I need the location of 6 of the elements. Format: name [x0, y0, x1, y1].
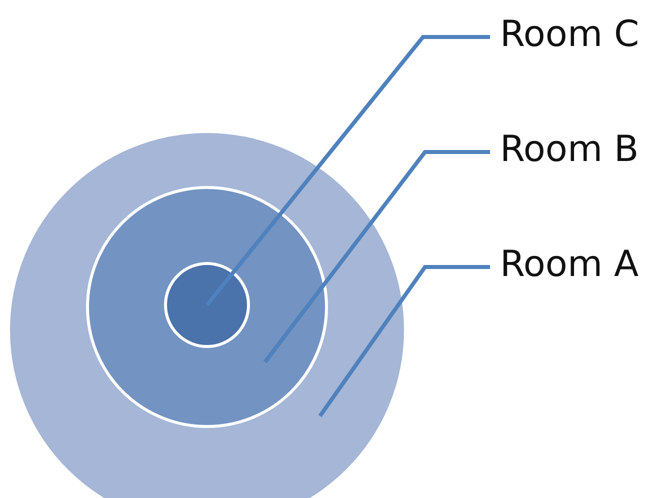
leader-line — [318, 265, 490, 418]
room-label: Room B — [490, 132, 639, 168]
leader-line — [205, 35, 490, 306]
room-label: Room C — [490, 17, 640, 53]
leader-line — [263, 150, 490, 364]
room-label: Room A — [490, 247, 639, 283]
